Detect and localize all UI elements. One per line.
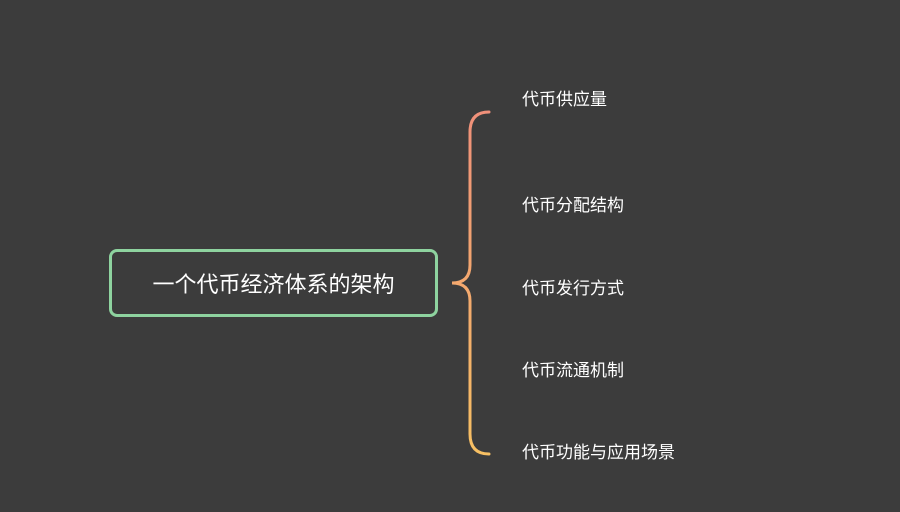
branch-node: 代币功能与应用场景: [522, 443, 675, 463]
branch-label: 代币发行方式: [522, 279, 624, 299]
branch-label: 代币供应量: [522, 90, 607, 110]
branch-label: 代币分配结构: [522, 196, 624, 216]
branch-label: 代币功能与应用场景: [522, 443, 675, 463]
branch-node: 代币供应量: [522, 90, 607, 110]
branch-node: 代币分配结构: [522, 196, 624, 216]
branch-node: 代币流通机制: [522, 361, 624, 381]
brace-path: [451, 110, 491, 456]
root-node: 一个代币经济体系的架构: [109, 249, 438, 317]
branch-node: 代币发行方式: [522, 279, 624, 299]
branch-label: 代币流通机制: [522, 361, 624, 381]
root-node-label: 一个代币经济体系的架构: [152, 273, 395, 298]
